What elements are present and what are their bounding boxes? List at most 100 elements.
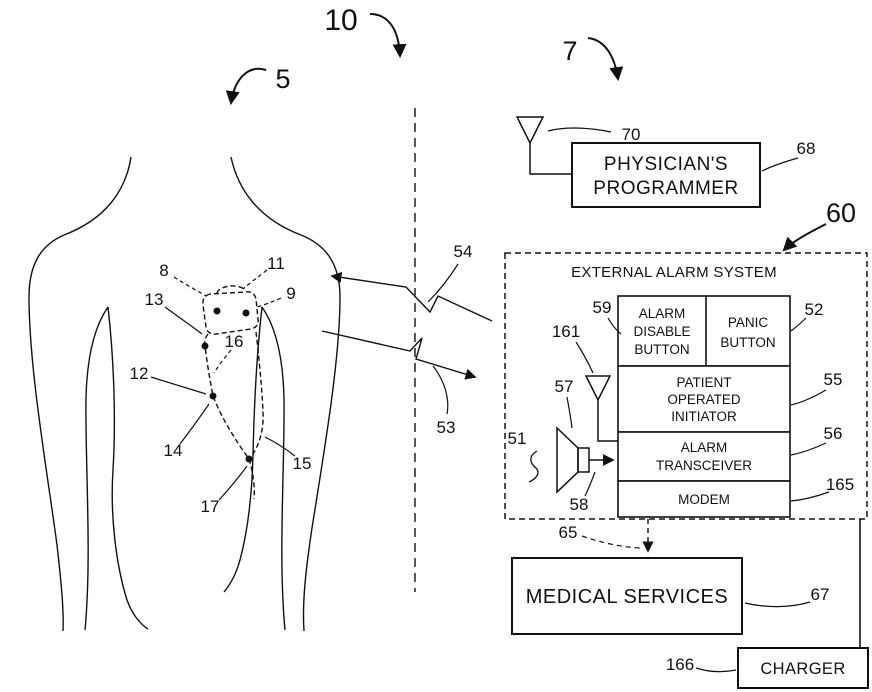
- implant-can-outline: [202, 291, 259, 335]
- telemetry-arrows: [321, 263, 493, 415]
- modem-label: MODEM: [678, 492, 730, 507]
- arrow-10: [369, 13, 407, 59]
- ref-11-label: 11: [267, 254, 285, 273]
- ref-165-label: 165: [826, 475, 854, 494]
- ref-arrows: [225, 13, 827, 252]
- ref-52-label: 52: [805, 300, 824, 319]
- electrode-dots: [201, 307, 253, 463]
- antenna-stem: [529, 143, 572, 175]
- leader-57: [566, 396, 573, 429]
- ref-17-label: 17: [201, 497, 220, 516]
- leader-13: [164, 306, 203, 335]
- speaker-cone-icon: [556, 426, 579, 494]
- arrow-7: [587, 37, 624, 82]
- torso-right-arm-inner: [261, 306, 286, 631]
- ref-53-label: 53: [437, 418, 456, 437]
- arrow-5: [225, 67, 267, 106]
- torso-ref-leaders: [150, 269, 296, 501]
- leader-11: [242, 269, 268, 290]
- torso-left-neck: [63, 156, 132, 236]
- ref-8-label: 8: [159, 261, 168, 280]
- rf-arrow-to-body: [330, 271, 493, 322]
- alarm-system-modules: [617, 295, 791, 518]
- leader-14: [179, 403, 210, 445]
- ref-10-label: 10: [324, 4, 357, 37]
- torso-left-arm-outer: [28, 234, 65, 632]
- leader-68: [761, 157, 799, 172]
- leader-67: [744, 601, 811, 608]
- ref-15-label: 15: [293, 454, 312, 473]
- leader-12: [150, 376, 207, 395]
- alarm-antenna-icon: [584, 375, 612, 402]
- leader-52: [790, 317, 807, 332]
- ref-65-label: 65: [559, 523, 578, 542]
- leader-16: [213, 349, 232, 374]
- electrode-dot: [209, 392, 217, 400]
- ref-16-label: 16: [225, 332, 244, 351]
- external-alarm-system-title: EXTERNAL ALARM SYSTEM: [571, 264, 777, 281]
- ref-13-label: 13: [145, 290, 164, 309]
- medical-services-box: [511, 557, 743, 635]
- leader-54: [427, 263, 459, 303]
- alarm-transceiver-line1: ALARM: [681, 440, 728, 455]
- leader-161: [575, 341, 594, 374]
- ref-7-label: 7: [562, 36, 577, 66]
- ref-67-label: 67: [811, 585, 830, 604]
- alarm-antenna: [584, 375, 618, 442]
- alarm-antenna-stem: [597, 400, 618, 442]
- ref-60-label: 60: [826, 198, 856, 228]
- leader-55: [790, 389, 827, 406]
- human-torso-outline: [28, 156, 341, 632]
- leader-65: [581, 535, 641, 549]
- ref-5-label: 5: [275, 64, 290, 94]
- speaker-body: [577, 447, 590, 473]
- leader-70: [547, 127, 612, 133]
- alarm-transceiver-line2: TRANSCEIVER: [656, 458, 752, 473]
- physicians-programmer-box: [571, 142, 761, 208]
- electrode-dot: [201, 342, 209, 350]
- button-row-box: [617, 295, 791, 367]
- lead-wire-left: [203, 333, 255, 500]
- ref-58-label: 58: [570, 495, 589, 514]
- panic-button-line2: BUTTON: [720, 335, 775, 350]
- sound-wave-squiggle: [528, 450, 539, 483]
- alarm-transceiver-box: [617, 431, 791, 482]
- leader-59: [607, 317, 622, 335]
- physicians-programmer-line1: PHYSICIAN'S: [604, 154, 728, 175]
- physicians-programmer-line2: PROGRAMMER: [593, 178, 738, 199]
- ref-51-label: 51: [508, 429, 527, 448]
- leader-17: [218, 465, 248, 501]
- lead-wire-right: [250, 331, 264, 458]
- leader-9: [256, 297, 282, 308]
- torso-right-neck: [230, 156, 302, 236]
- charger-box: [737, 647, 869, 689]
- alarm-disable-line3: BUTTON: [634, 342, 689, 357]
- ref-57-label: 57: [555, 377, 574, 396]
- module-ref-leaders: [566, 317, 830, 549]
- leader-165: [790, 491, 830, 502]
- patient-operated-initiator-box: [617, 365, 791, 433]
- programmer-antenna: [515, 116, 612, 175]
- ref-56-label: 56: [824, 424, 843, 443]
- ref-161-label: 161: [552, 322, 580, 341]
- panic-button-line1: PANIC: [728, 315, 769, 330]
- implanted-device: [202, 285, 264, 500]
- torso-right-arm-outer: [300, 234, 341, 632]
- ref-70-label: 70: [622, 125, 641, 144]
- ref-59-label: 59: [593, 298, 612, 317]
- torso-left-side: [107, 306, 149, 630]
- antenna-icon: [515, 116, 545, 145]
- arrow-60: [782, 223, 827, 252]
- ref-55-label: 55: [824, 370, 843, 389]
- alarm-disable-line2: DISABLE: [633, 324, 690, 339]
- rf-arrow-to-alarm: [321, 330, 477, 380]
- alarm-disable-line1: ALARM: [639, 306, 686, 321]
- poi-line3: INITIATOR: [671, 409, 737, 424]
- modem-box: [617, 480, 791, 518]
- leader-53: [432, 365, 449, 415]
- torso-right-side: [223, 306, 263, 593]
- poi-line1: PATIENT: [676, 375, 731, 390]
- leader-58: [584, 471, 596, 497]
